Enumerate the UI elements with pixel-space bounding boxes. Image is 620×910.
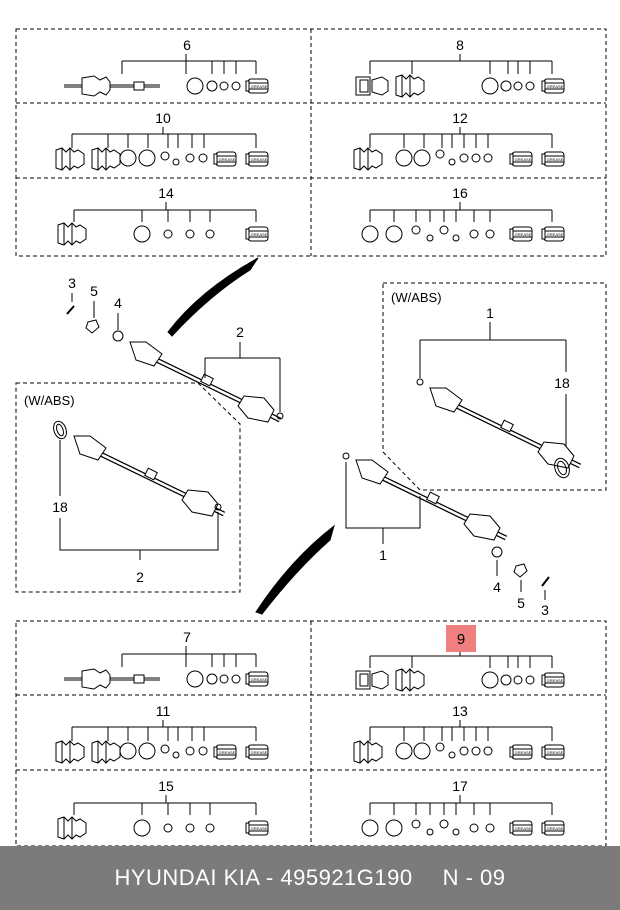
callout-1-right: 1: [486, 305, 494, 321]
kit-14[interactable]: 14 GREASE: [57, 185, 269, 246]
grease-tube-label: GREASE: [547, 157, 564, 162]
grease-tube-label: GREASE: [547, 826, 564, 831]
kit-15[interactable]: 15 GREASE: [57, 778, 269, 840]
kit-8-number: 8: [456, 37, 464, 53]
grease-tube-label: GREASE: [251, 232, 268, 237]
kit-7-number: 7: [183, 629, 191, 645]
grease-tube-label: GREASE: [515, 157, 532, 162]
grease-tube-label: GREASE: [547, 750, 564, 755]
kit-10-number: 10: [155, 110, 171, 126]
kit-10[interactable]: 10 GREASE GREASE: [55, 110, 269, 171]
callout-4-lower: 4: [493, 579, 501, 595]
kit-6[interactable]: 6 GREASE: [62, 37, 269, 98]
left-wabs-label: (W/ABS): [24, 393, 75, 408]
grease-tube-label: GREASE: [219, 750, 236, 755]
grease-tube-label: GREASE: [251, 157, 268, 162]
callout-18-right: 18: [554, 375, 570, 391]
direction-arrow-lower: [255, 524, 335, 615]
callout-4-upper: 4: [114, 295, 122, 311]
grease-tube-label: GREASE: [515, 232, 532, 237]
kit-7[interactable]: 7 GREASE: [62, 629, 269, 691]
kit-16[interactable]: 16 GREASE GREASE: [361, 185, 565, 243]
grease-tube-label: GREASE: [251, 750, 268, 755]
grease-tube-label: GREASE: [547, 84, 564, 89]
grease-tube-label: GREASE: [547, 678, 564, 683]
kit-13[interactable]: 13 GREASE GREASE: [353, 703, 565, 764]
grease-tube-label: GREASE: [515, 750, 532, 755]
right-wabs-label: (W/ABS): [391, 290, 442, 305]
upper-left-shaft-assembly: 3 5 4 2: [66, 257, 284, 422]
kit-14-number: 14: [158, 185, 174, 201]
callout-5-upper: 5: [90, 283, 98, 299]
bottom-kit-grid: [15, 620, 607, 846]
kit-9[interactable]: 9 GREASE: [355, 625, 565, 692]
footer-page-code: N - 09: [442, 865, 506, 890]
callout-2-left: 2: [136, 569, 144, 585]
top-kit-grid: [15, 28, 607, 257]
grease-tube-label: GREASE: [547, 232, 564, 237]
callout-2-upper: 2: [236, 324, 244, 340]
grease-tube-label: GREASE: [219, 157, 236, 162]
kit-16-number: 16: [452, 185, 468, 201]
callout-18-left: 18: [52, 499, 68, 515]
highlight-box: [446, 625, 476, 652]
grease-tube-label: GREASE: [251, 826, 268, 831]
footer-part-number: HYUNDAI KIA - 495921G190: [114, 865, 413, 890]
kit-11[interactable]: 11 GREASE GREASE: [55, 703, 269, 764]
footer-bar: HYUNDAI KIA - 495921G190 N - 09: [0, 846, 620, 910]
kit-6-number: 6: [183, 37, 191, 53]
kit-12[interactable]: 12 GREASE GREASE: [353, 110, 565, 171]
lower-right-shaft-assembly: 1 4 5 3: [255, 452, 550, 618]
right-wabs-inset: (W/ABS) 1 18: [382, 282, 607, 491]
kit-8[interactable]: 8 GREASE: [355, 37, 565, 98]
callout-3-upper: 3: [68, 275, 76, 291]
kit-15-number: 15: [158, 778, 174, 794]
callout-5-lower: 5: [517, 595, 525, 611]
kit-11-number: 11: [156, 703, 171, 719]
callout-3-lower: 3: [541, 602, 549, 618]
kit-17[interactable]: 17 GREASE GREASE: [361, 778, 565, 837]
grease-tube-label: GREASE: [251, 677, 268, 682]
grease-tube-label: GREASE: [515, 826, 532, 831]
direction-arrow-upper: [167, 257, 259, 337]
kit-17-number: 17: [452, 778, 468, 794]
kit-13-number: 13: [452, 703, 468, 719]
callout-1-lower: 1: [379, 547, 387, 563]
left-wabs-inset: (W/ABS) 18 2: [15, 382, 241, 593]
grease-tube-label: GREASE: [251, 84, 268, 89]
kit-12-number: 12: [452, 110, 468, 126]
kit-9-number: 9: [457, 631, 465, 648]
